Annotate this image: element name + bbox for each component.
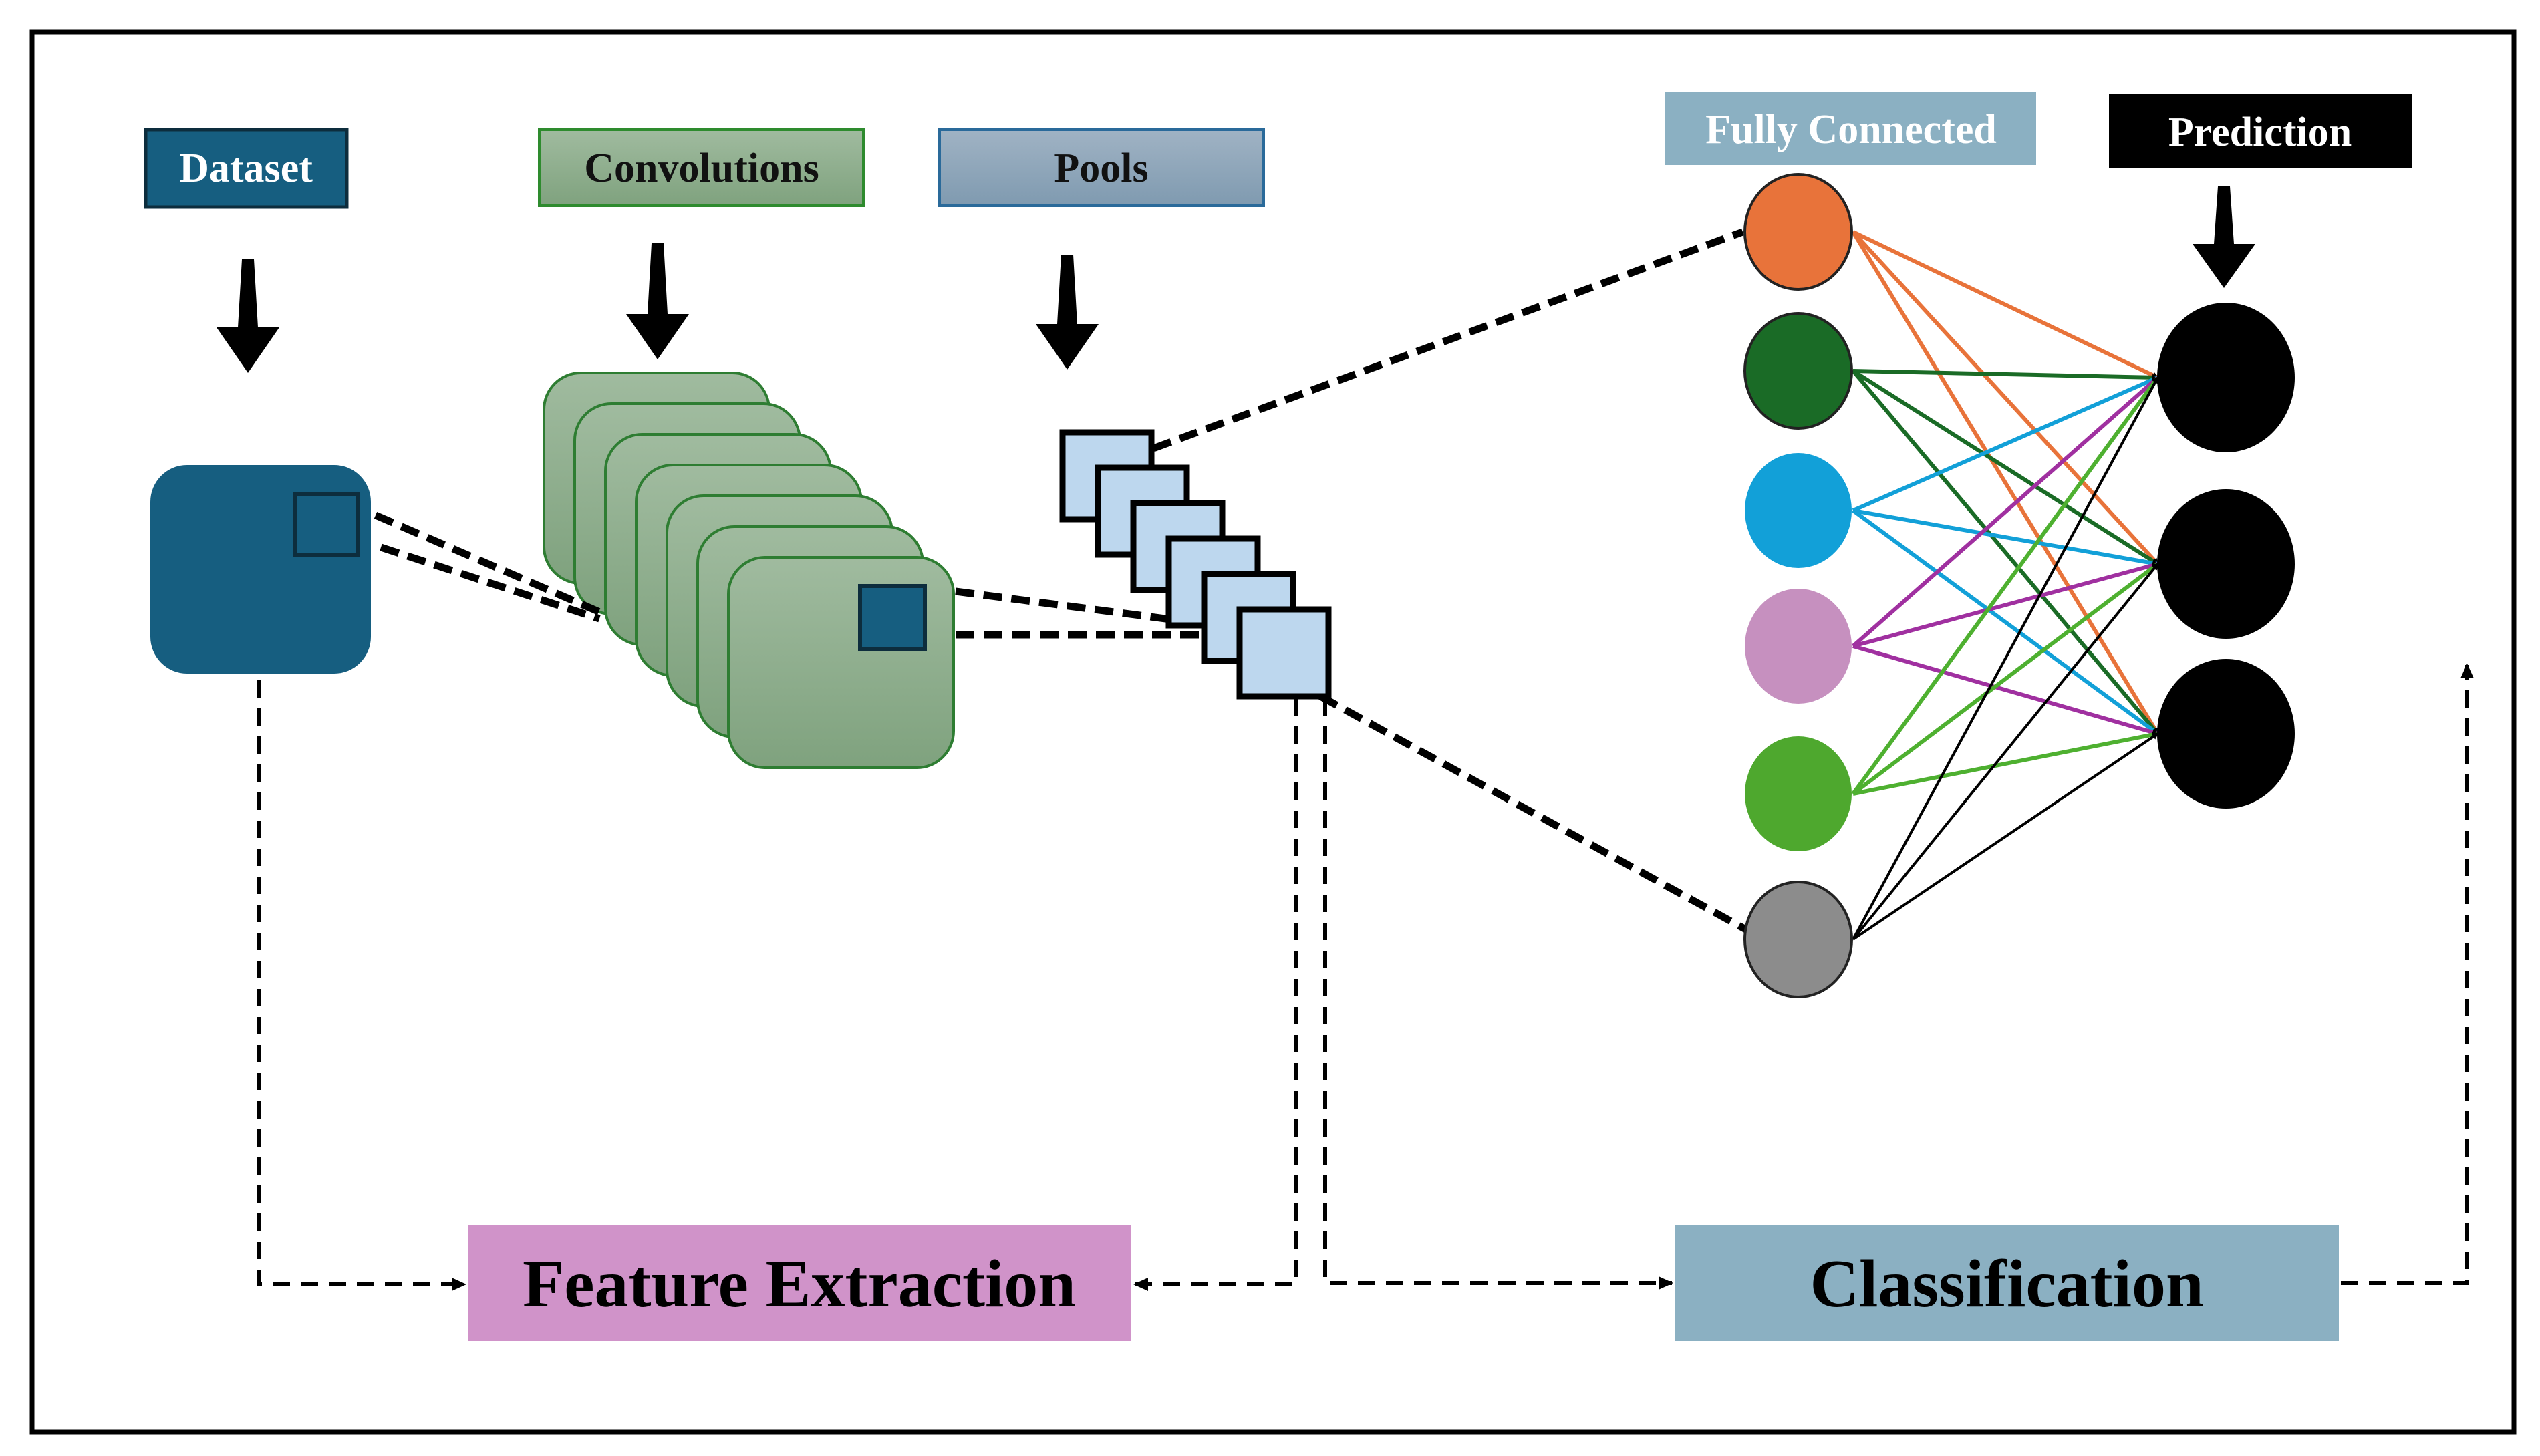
connection-edge: [1852, 376, 2159, 513]
fully-connected-nodes: [1743, 173, 1853, 998]
fully-connected-node: [1745, 736, 1852, 851]
feature-extraction-box: Feature Extraction: [468, 1225, 1131, 1341]
pools-label-text: Pools: [1054, 146, 1148, 191]
prediction-label-text: Prediction: [2168, 110, 2352, 155]
dataset-label-text: Dataset: [179, 146, 313, 191]
outer-border: [29, 29, 2517, 1435]
dataset-to-conv-line: [380, 543, 601, 623]
fully-connected-node: [1745, 589, 1852, 704]
pool-map: [1236, 606, 1332, 700]
fully-connected-node: [1743, 881, 1853, 998]
connection-edge: [1851, 370, 2160, 735]
fully-connected-label: Fully Connected: [1665, 92, 2036, 165]
dataset-label: Dataset: [144, 128, 349, 209]
fully-connected-label-text: Fully Connected: [1705, 107, 1997, 152]
feature-extraction-text: Feature Extraction: [523, 1246, 1076, 1322]
fully-connected-node: [1743, 173, 1853, 291]
classification-text: Classification: [1810, 1246, 2203, 1322]
prediction-label: Prediction: [2109, 94, 2412, 168]
fully-connected-edges: [1851, 230, 2160, 941]
connection-edge: [1851, 376, 2160, 795]
fully-connected-node: [1743, 312, 1853, 430]
fully-connected-node: [1745, 453, 1852, 568]
convolutions-label-text: Convolutions: [584, 146, 819, 191]
flow-lines: [257, 664, 2474, 1291]
dataset-image: [150, 465, 371, 674]
dataset-to-feature-extraction-line: [257, 680, 466, 1291]
dataset-kernel-window: [293, 492, 360, 557]
prediction-node: [2157, 489, 2295, 639]
prediction-node: [2157, 303, 2295, 452]
classification-to-prediction-line: [2341, 664, 2474, 1285]
connection-edge: [1852, 369, 2159, 381]
convolutions-label: Convolutions: [538, 128, 865, 207]
connection-edge: [1852, 376, 2159, 648]
connection-edge: [1852, 731, 2159, 796]
pool-to-fc-top-line: [1152, 228, 1744, 452]
classification-box: Classification: [1675, 1225, 2339, 1341]
pool-to-classification-line: [1323, 698, 1673, 1290]
pool-feature-maps: [1059, 429, 1332, 700]
convolution-kernel-window: [858, 584, 927, 651]
prediction-node: [2157, 659, 2295, 809]
connection-edge: [1851, 231, 2160, 735]
connection-edge: [1852, 563, 2159, 941]
connection-edge: [1852, 369, 2159, 566]
convolutions-down-arrow-icon: [626, 243, 689, 359]
connection-edge: [1852, 230, 2159, 380]
pool-to-fc-bottom-line: [1318, 693, 1751, 935]
connection-edge: [1852, 508, 2159, 567]
connection-edge: [1852, 508, 2159, 736]
pools-label: Pools: [938, 128, 1265, 207]
prediction-down-arrow-icon: [2193, 186, 2255, 288]
connection-edge: [1852, 562, 2159, 648]
dataset-down-arrow-icon: [217, 259, 279, 373]
connection-edge: [1852, 732, 2159, 941]
pools-down-arrow-icon: [1036, 255, 1099, 370]
connection-edge: [1852, 562, 2159, 796]
prediction-nodes: [2157, 303, 2295, 809]
connection-edge: [1851, 230, 2160, 566]
convolution-feature-maps: [543, 372, 955, 769]
connection-edge: [1852, 644, 2159, 736]
connection-edge: [1852, 376, 2159, 940]
dataset-to-conv-line: [374, 511, 609, 619]
